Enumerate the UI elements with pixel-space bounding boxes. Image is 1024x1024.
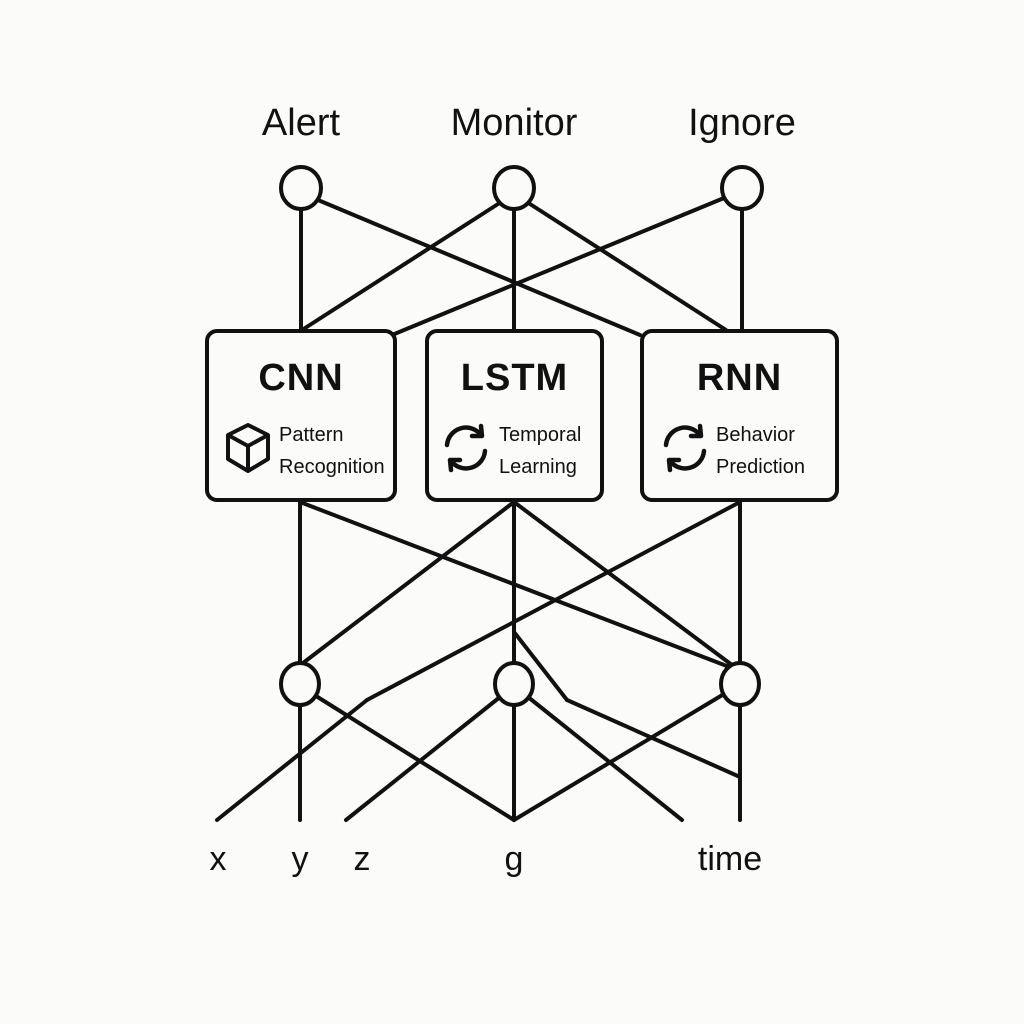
cube-icon (226, 423, 270, 473)
edge-rnn-h1 (365, 500, 742, 702)
edge-ignore-cnn (390, 196, 726, 337)
edge-monitor-cnn (300, 202, 500, 332)
hidden-node-3 (719, 661, 761, 707)
edge-rnn-x (215, 698, 369, 822)
edge-lstm-h1 (301, 500, 516, 665)
edge-lstm-time (512, 630, 569, 702)
output-node-alert (279, 165, 323, 211)
model-title-lstm: LSTM (460, 357, 569, 399)
model-subtitle-lstm-line2: Learning (499, 456, 577, 478)
edge-monitor-rnn (528, 202, 728, 332)
edge-g-right (526, 695, 684, 822)
input-label-y: y (291, 840, 309, 878)
input-label-x: x (209, 840, 227, 878)
model-subtitle-lstm-line1: Temporal (499, 424, 582, 446)
model-box-lstm: LSTM Temporal Learning (425, 329, 604, 502)
input-label-g: g (504, 840, 524, 878)
edge-lstm-time-lower (565, 698, 742, 779)
refresh-cycle-icon (444, 423, 488, 473)
edge-h1-g (314, 694, 516, 822)
hidden-node-2 (493, 661, 535, 707)
refresh-cycle-icon (663, 423, 707, 473)
output-label-ignore: Ignore (688, 102, 796, 144)
model-subtitle-rnn-line1: Behavior (716, 424, 795, 446)
output-label-monitor: Monitor (450, 102, 578, 144)
output-label-alert: Alert (261, 102, 341, 144)
model-subtitle-cnn-line1: Pattern (279, 424, 344, 446)
edge-lstm-h3 (512, 500, 734, 667)
input-label-time: time (697, 840, 763, 878)
model-box-rnn: RNN Behavior Prediction (640, 329, 839, 502)
hidden-node-1 (279, 661, 321, 707)
input-label-z: z (353, 840, 371, 878)
output-node-ignore (720, 165, 764, 211)
edge-g-z (344, 695, 502, 822)
model-title-cnn: CNN (258, 357, 344, 399)
edge-h3-g (512, 692, 726, 822)
model-box-cnn: CNN Pattern Recognition (205, 329, 397, 502)
model-subtitle-cnn-line2: Recognition (279, 456, 385, 478)
output-node-monitor (492, 165, 536, 211)
model-title-rnn: RNN (696, 357, 783, 399)
model-subtitle-rnn-line2: Prediction (716, 456, 805, 478)
edge-alert-rnn (316, 198, 642, 337)
